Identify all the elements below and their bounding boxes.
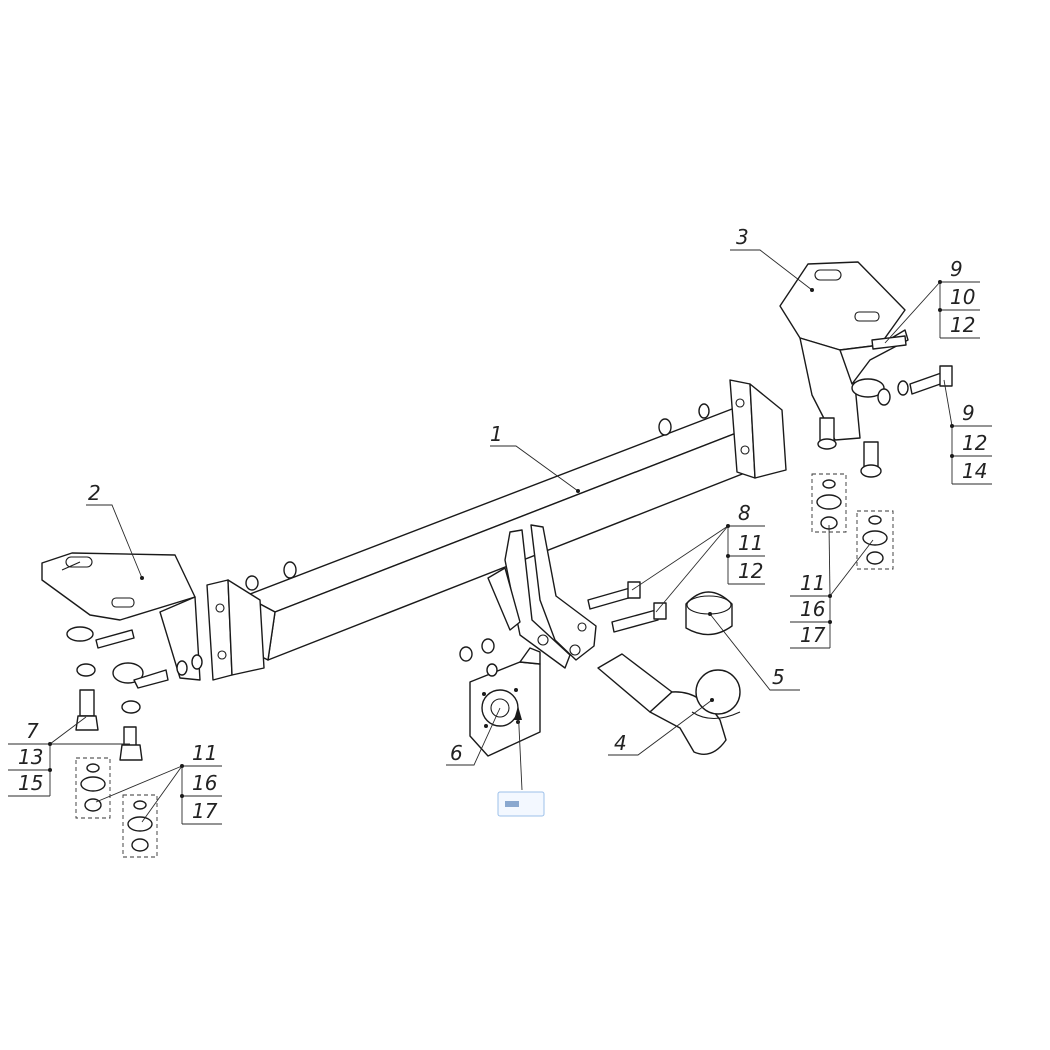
callout-2: 2 [88,481,101,505]
callout-11-left: 11 [192,741,217,765]
callout-11-mid: 11 [738,531,763,555]
callout-9-right: 9 [962,401,975,425]
callout-10: 10 [950,285,975,309]
callout-12-top: 12 [950,313,975,337]
callout-3: 3 [736,225,749,249]
callout-4: 4 [614,731,627,755]
callout-16-right: 16 [800,597,825,621]
callout-6: 6 [450,741,463,765]
tow-ball-neck [597,653,741,755]
washer-stack-left-1 [75,757,111,819]
washer-stack-left-2 [122,794,158,858]
long-bolts [587,581,667,633]
leader-dots [48,280,954,798]
callout-16-left: 16 [192,771,217,795]
washer-stack-right-1 [811,473,847,533]
callout-5: 5 [772,665,785,689]
callout-labels: 1 2 3 4 5 6 7 13 15 11 16 17 8 11 12 9 1… [18,225,987,823]
washer-stack-right-2 [856,510,894,570]
right-bracket [779,261,953,478]
callout-9-top: 9 [950,257,963,281]
callout-12-right: 12 [962,431,987,455]
callout-17-right: 17 [800,623,826,647]
callout-15: 15 [18,771,43,795]
cross-beam [206,379,787,681]
callout-12-mid: 12 [738,559,763,583]
callout-8: 8 [738,501,751,525]
callout-13: 13 [18,745,43,769]
callout-1: 1 [490,422,503,446]
socket-badge [497,791,545,817]
left-bracket [41,552,203,761]
callout-17-left: 17 [192,799,218,823]
callout-11-right: 11 [800,571,825,595]
socket-plate [459,638,541,757]
callout-7: 7 [26,719,39,743]
callout-14: 14 [962,459,987,483]
